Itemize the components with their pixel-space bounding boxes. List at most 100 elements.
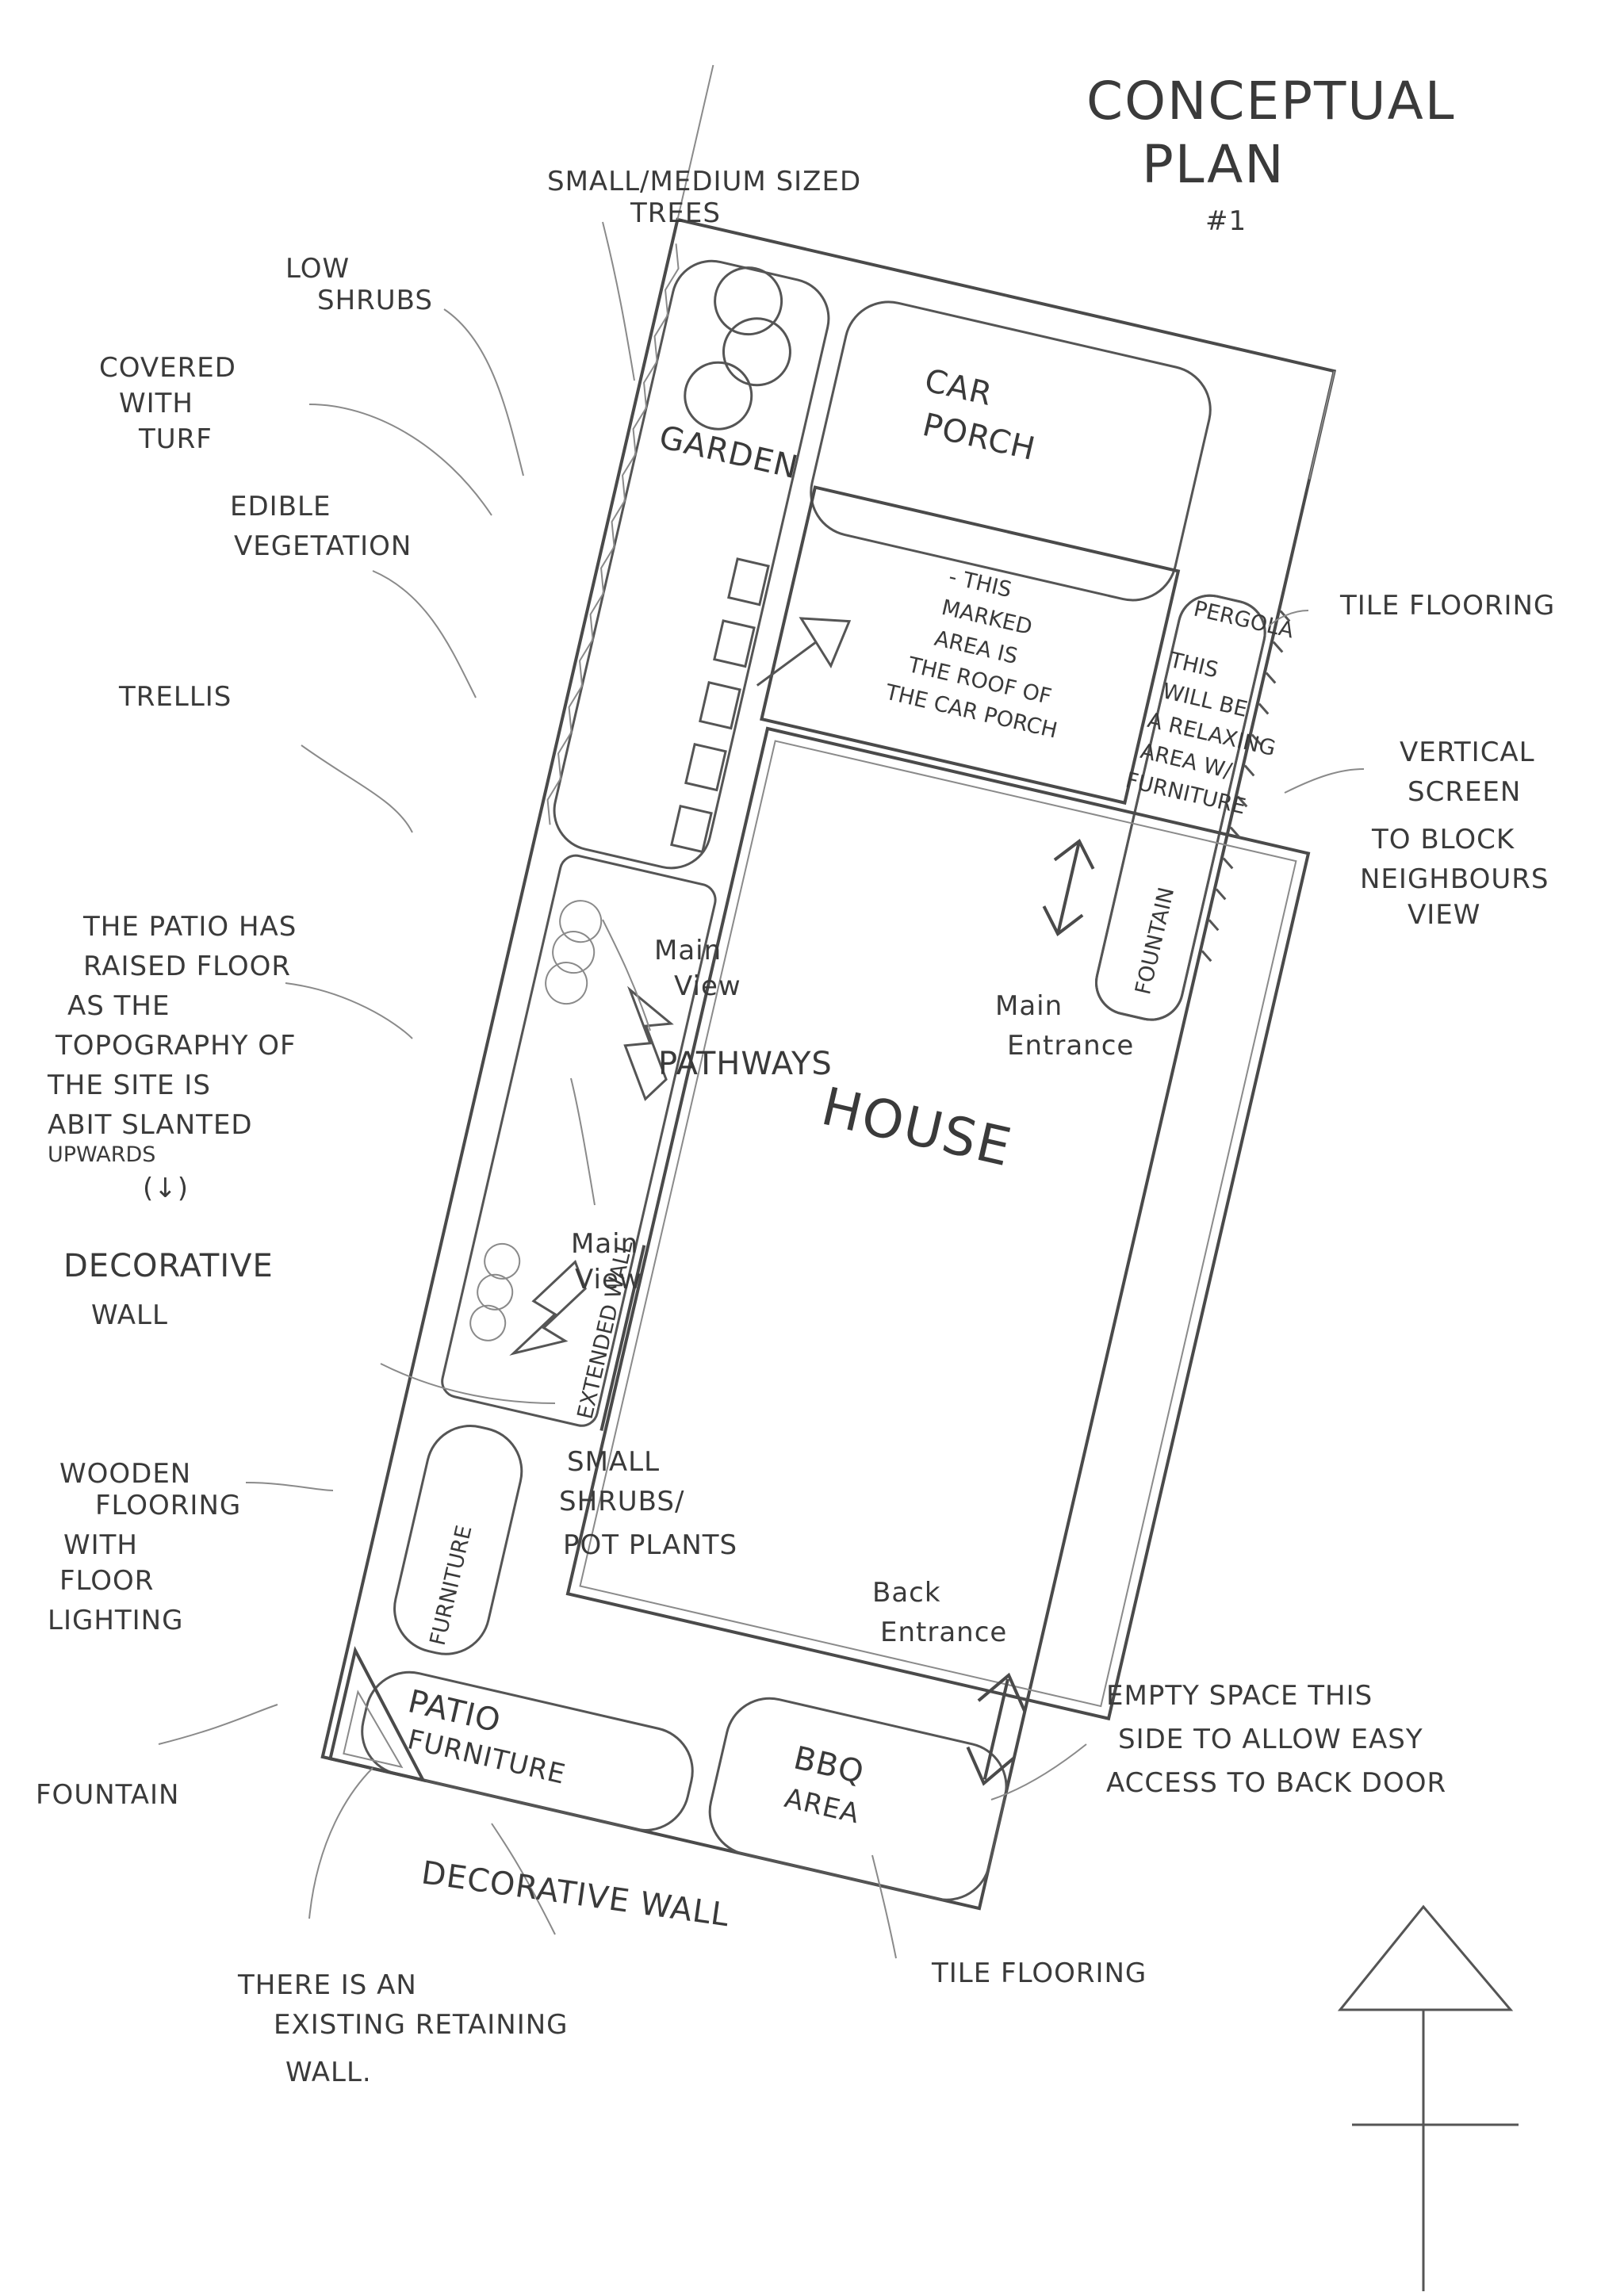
stepping-stone — [670, 804, 713, 854]
note-decorative-wall-2: WALL — [91, 1299, 168, 1331]
stepping-stone — [727, 557, 770, 607]
shrub-icon — [484, 1242, 521, 1280]
title-block: CONCEPTUAL PLAN #1 — [1086, 71, 1456, 237]
note-vertical-screen-4: NEIGHBOURS — [1360, 863, 1549, 895]
side-patio-zone — [441, 854, 717, 1427]
shrub-icon — [545, 962, 588, 1005]
tree-icon — [722, 317, 791, 387]
annotations-left: SMALL/MEDIUM SIZED TREES LOW SHRUBS COVE… — [36, 166, 861, 2088]
note-turf-2: WITH — [119, 388, 193, 419]
note-patio-4: TOPOGRAPHY OF — [55, 1030, 297, 1062]
north-arrow — [1337, 1904, 1519, 2291]
back-entrance-arrow-icon — [966, 1672, 1027, 1786]
title-line-2: PLAN — [1142, 134, 1285, 195]
label-house: HOUSE — [816, 1076, 1018, 1179]
tree-icon — [714, 266, 783, 336]
stepping-stone — [699, 681, 741, 730]
car-porch-roof — [760, 485, 1181, 806]
label-car-porch-2: PORCH — [919, 407, 1039, 468]
boundary-ext-left — [676, 64, 714, 220]
note-tile-flooring-right: TILE FLOORING — [1339, 590, 1555, 622]
note-patio-6: ABIT SLANTED — [48, 1109, 253, 1141]
note-pathways: PATHWAYS — [658, 1046, 833, 1082]
house-inner-line — [579, 740, 1297, 1708]
note-turf-1: COVERED — [99, 352, 236, 384]
view-arrow-icon — [756, 617, 852, 687]
note-vertical-screen-5: VIEW — [1408, 899, 1480, 931]
relax-note-line-1: THIS — [1166, 648, 1220, 683]
note-back-entrance-1: Back — [872, 1577, 941, 1609]
tree-icon — [684, 361, 753, 430]
note-decorative-wall-1: DECORATIVE — [63, 1248, 274, 1284]
note-wooden-4: FLOOR — [59, 1565, 154, 1597]
note-back-entrance-2: Entrance — [880, 1617, 1007, 1648]
label-car-porch-1: CAR — [921, 362, 996, 413]
note-edible-2: VEGETATION — [234, 530, 412, 562]
note-patio-8: (↓) — [143, 1173, 189, 1204]
note-main-entrance-2: Entrance — [1007, 1030, 1134, 1062]
patio-furniture-zone — [361, 1670, 694, 1831]
note-patio-3: AS THE — [67, 990, 170, 1022]
site-boundary — [320, 217, 1337, 1911]
garden-zone — [553, 259, 830, 870]
note-vertical-screen-1: VERTICAL — [1400, 737, 1535, 768]
side-furniture-pod — [393, 1425, 523, 1655]
car-porch-zone — [810, 300, 1212, 602]
note-small-shrubs-3: POT PLANTS — [563, 1529, 737, 1561]
stepping-stone — [684, 742, 727, 792]
north-arrow-head-icon — [1337, 1904, 1514, 2011]
main-entrance-arrow-icon — [1042, 838, 1095, 936]
note-vertical-screen-3: TO BLOCK — [1371, 824, 1515, 855]
note-main-view-lower-2: View — [575, 1264, 642, 1295]
title-line-1: CONCEPTUAL — [1086, 71, 1456, 132]
extended-wall-line — [599, 1245, 646, 1431]
annotations-center: SMALL SHRUBS/ POT PLANTS Main View PATHW… — [559, 935, 1134, 1561]
note-patio-5: THE SITE IS — [47, 1070, 211, 1101]
note-turf-3: TURF — [138, 423, 213, 455]
roof-note-line-1: - THIS — [946, 564, 1013, 603]
bbq-zone — [708, 1697, 1008, 1901]
note-wooden-5: LIGHTING — [48, 1605, 183, 1636]
label-fountain-side: FOUNTAIN — [1131, 885, 1179, 997]
note-main-view-lower-1: Main — [571, 1228, 638, 1260]
note-low-shrubs-1: LOW — [285, 253, 350, 285]
shrub-icon — [552, 931, 596, 974]
stepping-stone — [713, 619, 756, 668]
note-main-view-upper-2: View — [674, 970, 741, 1002]
annotations-right: TILE FLOORING VERTICAL SCREEN TO BLOCK N… — [1339, 590, 1555, 931]
note-retaining-2: EXISTING RETAINING — [274, 2009, 569, 2041]
note-trees-1: SMALL/MEDIUM SIZED — [547, 166, 861, 197]
note-main-entrance-1: Main — [995, 990, 1063, 1022]
label-bbq-1: BBQ — [791, 1739, 868, 1791]
note-tile-flooring-bottom: TILE FLOORING — [931, 1957, 1147, 1989]
view-arrow-icon — [509, 1259, 587, 1356]
note-low-shrubs-2: SHRUBS — [317, 285, 433, 316]
corner-fountain — [328, 1646, 427, 1783]
note-patio-7: UPWARDS — [48, 1142, 155, 1167]
leader-lines — [158, 221, 1365, 1959]
note-wooden-2: FLOORING — [95, 1490, 241, 1521]
boundary-ext-right — [1308, 370, 1335, 480]
note-empty-space-1: EMPTY SPACE THIS — [1106, 1680, 1373, 1712]
label-garden: GARDEN — [656, 419, 802, 487]
shrub-icon — [477, 1273, 514, 1311]
note-retaining-3: WALL. — [285, 2057, 372, 2088]
note-retaining-1: THERE IS AN — [237, 1969, 417, 2001]
corner-fountain-inner — [343, 1689, 404, 1769]
note-wooden-1: WOODEN — [59, 1458, 191, 1490]
shrub-icon — [469, 1304, 507, 1341]
note-empty-space-2: SIDE TO ALLOW EASY — [1118, 1724, 1423, 1755]
note-trellis: TRELLIS — [118, 681, 232, 713]
note-decorative-wall-bottom: DECORATIVE WALL — [419, 1854, 732, 1934]
note-small-shrubs-1: SMALL — [567, 1446, 660, 1478]
label-side-furniture: FURNITURE — [426, 1523, 477, 1647]
note-fountain-corner: FOUNTAIN — [36, 1779, 180, 1811]
view-arrow-icon — [623, 985, 674, 1101]
house-outline — [565, 726, 1311, 1721]
note-empty-space-3: ACCESS TO BACK DOOR — [1106, 1767, 1446, 1799]
note-vertical-screen-2: SCREEN — [1408, 776, 1521, 808]
note-patio-1: THE PATIO HAS — [82, 911, 297, 943]
fountain-side-zone — [1094, 594, 1266, 1021]
note-small-shrubs-2: SHRUBS/ — [559, 1486, 684, 1517]
